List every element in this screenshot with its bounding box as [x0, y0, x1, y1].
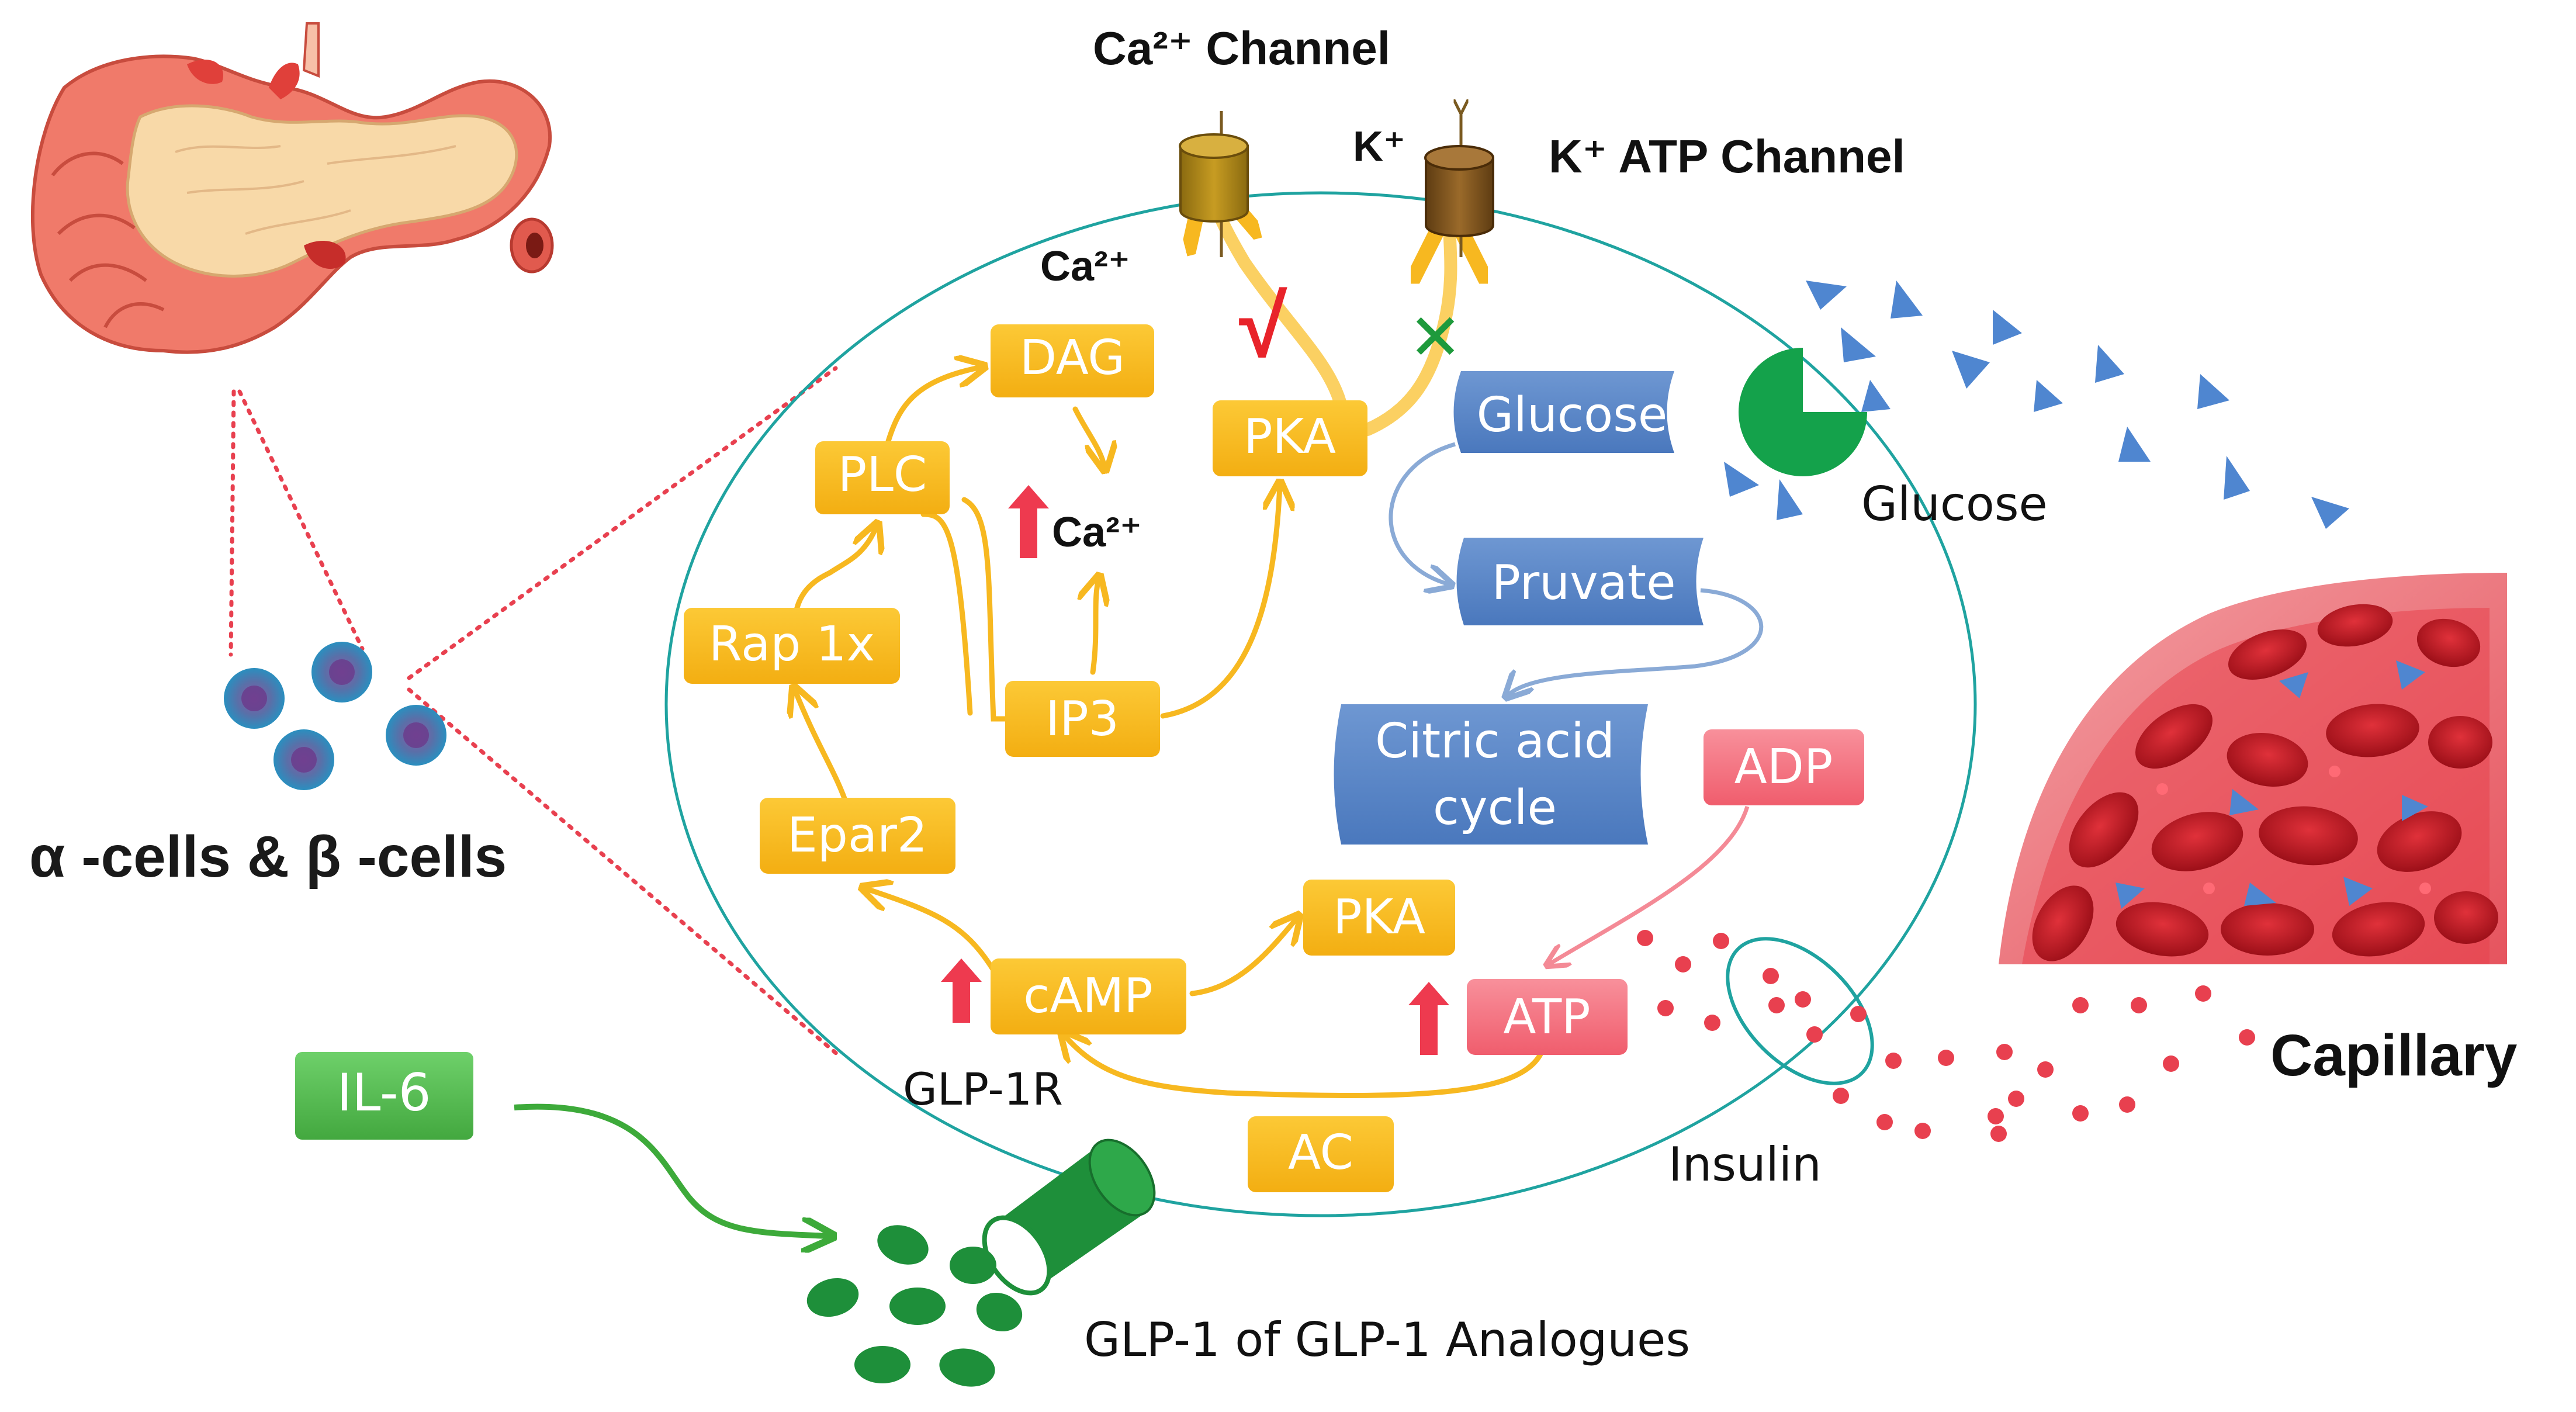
svg-text:PKA: PKA	[1333, 890, 1425, 945]
node-citric-acid-cycle: Citric acid cycle	[1334, 704, 1648, 845]
insulin-label: Insulin	[1668, 1137, 1822, 1192]
capillary-vessel-icon	[1999, 573, 2507, 964]
metabolism-arrows	[1389, 442, 1764, 695]
svg-text:AC: AC	[1288, 1125, 1353, 1181]
glp1-analogue-molecule-icons	[806, 1225, 1023, 1387]
svg-text:ATP: ATP	[1503, 989, 1590, 1045]
ca-increase-label: Ca²⁺	[1052, 509, 1142, 556]
svg-text:Rap 1x: Rap 1x	[709, 617, 875, 672]
svg-text:Glucose: Glucose	[1477, 387, 1668, 443]
islet-cell-icon	[224, 642, 446, 790]
node-dag: DAG	[991, 324, 1154, 397]
node-ip3: IP3	[1005, 681, 1160, 757]
k-atp-channel-label: K⁺ ATP Channel	[1549, 130, 1905, 182]
ca-ion-inside-label: Ca²⁺	[1040, 243, 1130, 290]
node-il6: IL-6	[295, 1052, 473, 1140]
node-glucose: Glucose	[1453, 371, 1674, 453]
ca-channel-icon	[1179, 111, 1249, 257]
activation-check-mark: √	[1239, 277, 1287, 375]
increase-arrow-icons	[941, 485, 1449, 1055]
glucose-outside-label: Glucose	[1861, 477, 2048, 531]
svg-text:PLC: PLC	[838, 447, 927, 503]
beta-cell-membrane	[664, 191, 1977, 1217]
glucose-transporter-icon	[1739, 348, 1867, 476]
svg-text:ADP: ADP	[1734, 739, 1833, 795]
svg-text:Citric acid: Citric acid	[1375, 714, 1615, 769]
adp-to-atp-arrow	[1549, 805, 1750, 964]
glp1-receptor-cylinder-icon	[982, 1138, 1156, 1296]
node-camp: cAMP	[991, 958, 1186, 1034]
svg-text:IL-6: IL-6	[337, 1063, 431, 1123]
glucose-molecule-icons	[1724, 281, 2349, 529]
svg-text:cAMP: cAMP	[1023, 968, 1152, 1024]
capillary-label: Capillary	[2270, 1023, 2518, 1088]
node-epar2: Epar2	[760, 798, 955, 874]
insulin-vesicle	[1726, 937, 1874, 1085]
pancreas-organ-icon	[30, 22, 554, 354]
node-plc: PLC	[815, 441, 950, 514]
zoom-dotted-lines	[228, 366, 844, 1060]
node-pruvate: Pruvate	[1456, 538, 1704, 625]
node-adp: ADP	[1704, 729, 1864, 805]
node-atp: ATP	[1467, 979, 1628, 1055]
ca-channel-label: Ca²⁺ Channel	[1093, 22, 1390, 74]
svg-text:DAG: DAG	[1020, 330, 1125, 386]
il6-to-glp1-arrow	[514, 1103, 830, 1236]
k-atp-channel-icon	[1424, 111, 1494, 257]
svg-text:Pruvate: Pruvate	[1491, 555, 1675, 611]
node-pka-top: PKA	[1213, 400, 1367, 476]
glp1r-label: GLP-1R	[903, 1063, 1063, 1115]
signaling-arrows	[795, 187, 1546, 1098]
glp1-analogues-label: GLP-1 of GLP-1 Analogues	[1084, 1313, 1690, 1367]
insulin-molecule-icons	[1637, 930, 2255, 1142]
svg-text:Epar2: Epar2	[787, 808, 927, 863]
node-rap1x: Rap 1x	[684, 608, 900, 684]
cells-label: α -cells & β -cells	[29, 824, 507, 890]
svg-text:IP3: IP3	[1045, 691, 1119, 747]
node-pka-bottom: PKA	[1303, 880, 1455, 956]
node-ac: AC	[1248, 1116, 1394, 1192]
svg-text:cycle: cycle	[1433, 780, 1557, 836]
svg-text:PKA: PKA	[1244, 409, 1336, 465]
inhibition-cross-mark: ✕	[1408, 302, 1462, 373]
k-ion-label: K⁺	[1353, 123, 1405, 170]
